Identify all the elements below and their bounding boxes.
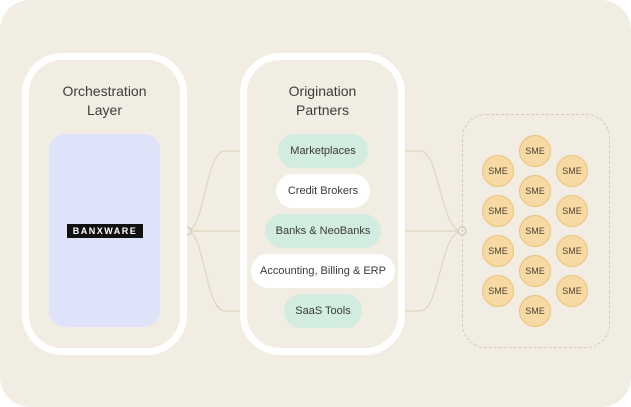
sme-node: SME xyxy=(556,275,588,307)
sme-node: SME xyxy=(482,195,514,227)
sme-node: SME xyxy=(519,255,551,287)
banxware-logo: BANXWARE xyxy=(67,224,143,238)
orchestration-title-line1: Orchestration xyxy=(62,83,147,99)
partner-accounting-billing-erp: Accounting, Billing & ERP xyxy=(251,254,395,288)
origination-title-line2: Partners xyxy=(296,102,349,118)
partner-credit-brokers: Credit Brokers xyxy=(276,174,370,208)
sme-node: SME xyxy=(556,195,588,227)
partner-marketplaces: Marketplaces xyxy=(278,134,368,168)
partner-saas-tools: SaaS Tools xyxy=(284,294,362,328)
sme-node: SME xyxy=(482,275,514,307)
orchestration-layer-panel: Orchestration Layer xyxy=(22,53,187,355)
sme-node: SME xyxy=(519,175,551,207)
sme-node: SME xyxy=(556,235,588,267)
sme-node: SME xyxy=(556,155,588,187)
sme-group xyxy=(462,114,610,348)
orchestration-title-line2: Layer xyxy=(86,102,123,118)
sme-node: SME xyxy=(519,215,551,247)
partner-banks-neobanks: Banks & NeoBanks xyxy=(265,214,381,248)
origination-title-line1: Origination xyxy=(288,83,357,99)
sme-node: SME xyxy=(519,135,551,167)
sme-node: SME xyxy=(482,155,514,187)
sme-node: SME xyxy=(519,295,551,327)
sme-node: SME xyxy=(482,235,514,267)
